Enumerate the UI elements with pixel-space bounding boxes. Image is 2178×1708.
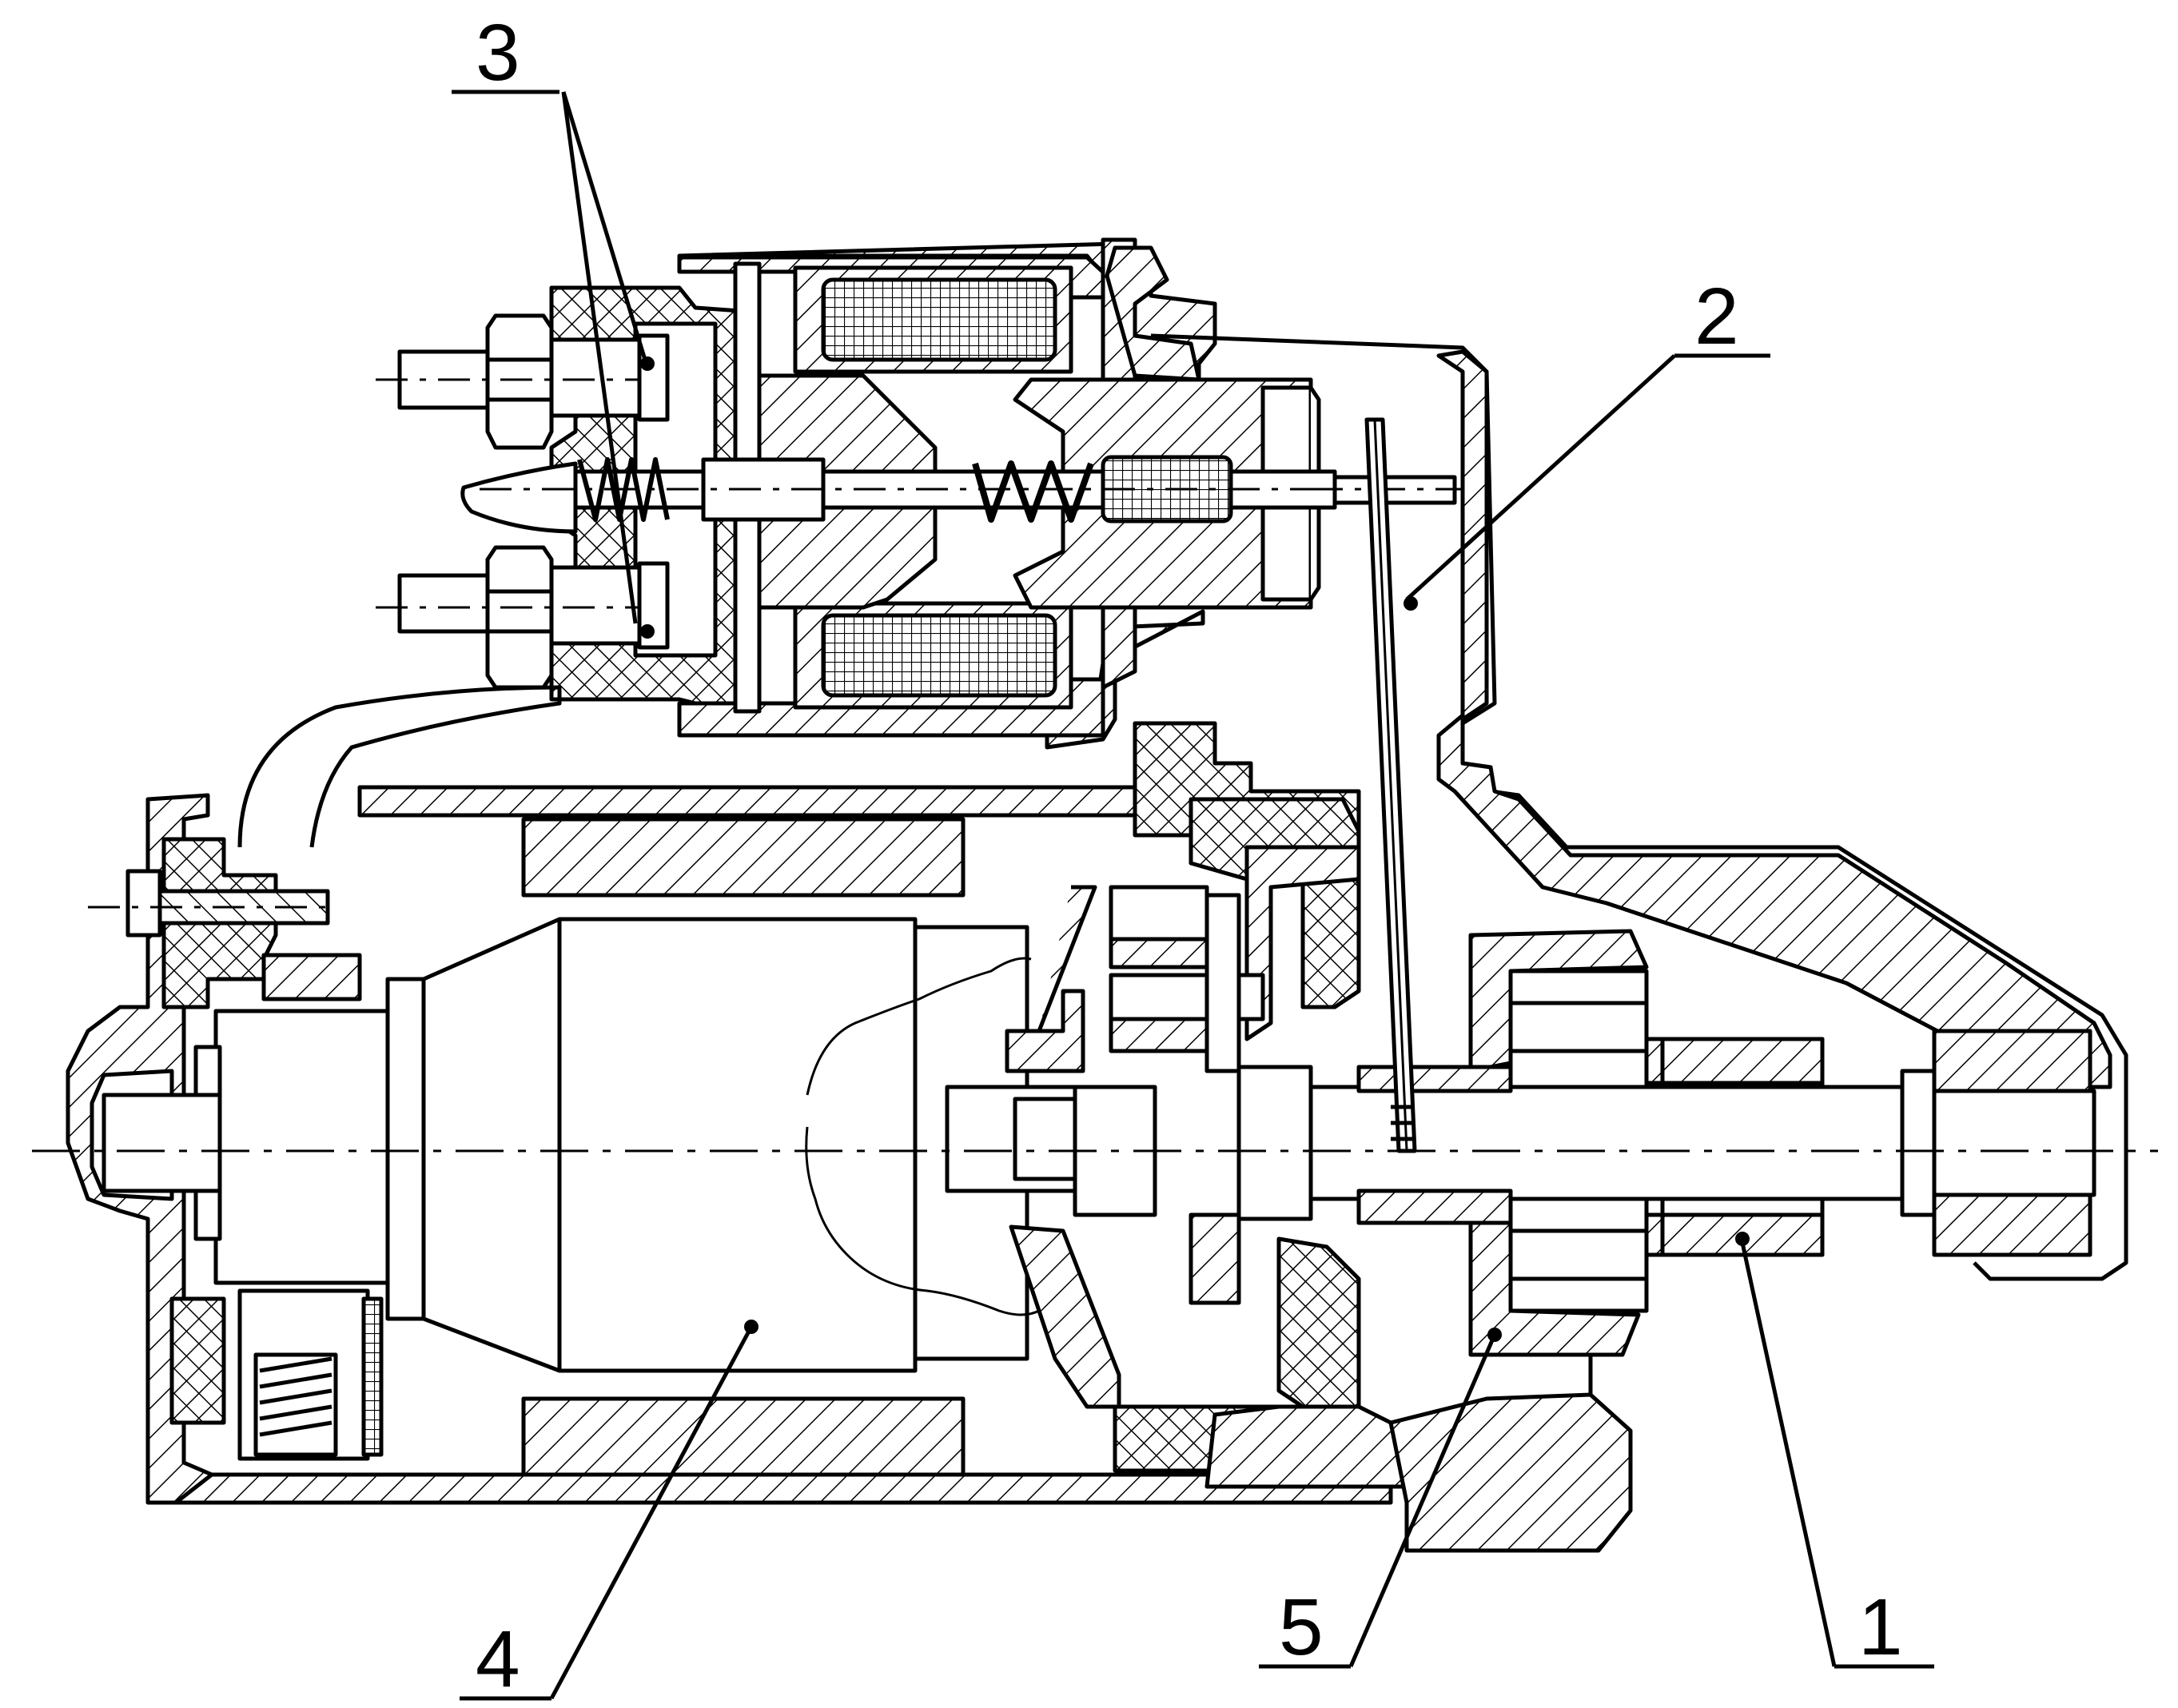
drive-collar	[1236, 1065, 1313, 1221]
planet-carrier-upper	[1109, 885, 1209, 942]
brush-plate-lower	[169, 1296, 226, 1425]
callout-5: 5	[1279, 1583, 1324, 1672]
connector-lead	[237, 685, 562, 848]
callout-2: 2	[1694, 272, 1739, 361]
coil-winding-bottom	[793, 601, 1073, 710]
solenoid-relay	[376, 237, 1487, 750]
pinion-gear	[1644, 1037, 1825, 1085]
callout-1: 1	[1858, 1583, 1903, 1672]
drive-housing-outline	[1150, 333, 2128, 1281]
lower-terminal-bolt	[376, 545, 670, 690]
field-pole-bottom	[521, 1396, 966, 1477]
planetary-gear-section	[945, 721, 1465, 1489]
shaft-end	[1900, 1069, 1937, 1217]
field-pole-top	[521, 817, 966, 898]
rear-shaft	[102, 1093, 222, 1193]
motor-housing	[66, 785, 1393, 1505]
intermediate-disc-lower	[1009, 1224, 1121, 1409]
planet-carrier-lower	[1189, 1212, 1241, 1305]
rear-terminal-stud	[88, 869, 336, 938]
intermediate-disc	[1005, 989, 1085, 1073]
drive-housing-wall	[1436, 349, 2112, 1089]
callout-leaders	[452, 90, 1934, 1701]
front-bushing-upper	[1932, 1029, 2092, 1093]
armature-break-line	[805, 957, 1040, 1316]
coil-winding-top	[793, 265, 1073, 374]
planet-gear-bushing	[1300, 873, 1361, 1009]
drive-assembly	[1236, 929, 2096, 1553]
brush-holder	[237, 1288, 384, 1461]
ring-gear-lower	[1276, 1236, 1361, 1409]
drive-lever	[1364, 417, 1417, 1153]
planet-pin-upper	[1204, 893, 1241, 1073]
upper-terminal-bolt	[376, 313, 670, 450]
callout-3: 3	[476, 8, 520, 98]
callout-dots	[640, 356, 1750, 1342]
contact-spring	[577, 457, 670, 522]
front-bushing-lower	[1932, 1192, 2092, 1257]
contact-rod	[480, 455, 1463, 524]
yoke-top	[357, 785, 1137, 818]
callout-4: 4	[476, 1614, 520, 1704]
nose-terminal	[460, 461, 578, 534]
front-bushing	[1932, 1089, 2096, 1197]
armature	[385, 917, 918, 1373]
commutator	[213, 1009, 390, 1285]
return-spring	[972, 460, 1094, 523]
brush-bracket-top	[261, 953, 362, 1001]
